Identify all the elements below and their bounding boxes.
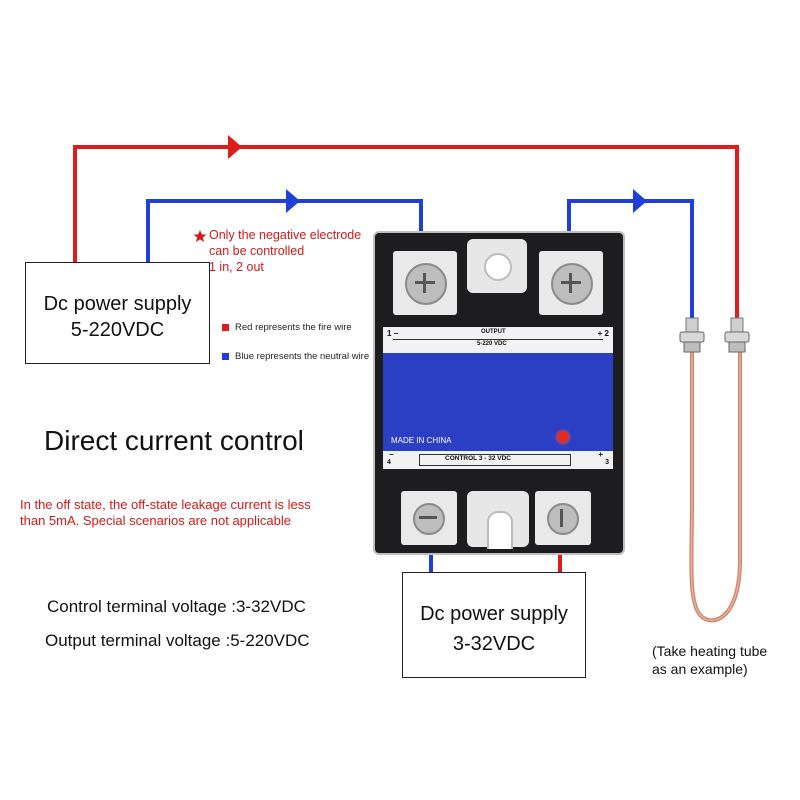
output-strip: 1 − + 2 OUTPUT 5-220 VDC <box>383 327 613 353</box>
mounting-tab-bottom <box>467 491 529 549</box>
bottom-psu-voltage: 3-32VDC <box>452 633 536 655</box>
terminal-4-label: 4 <box>387 459 391 466</box>
left-psu-title: Dc power supply <box>43 293 192 315</box>
terminal-3 <box>535 491 591 545</box>
mounting-hole <box>484 253 512 281</box>
heading: Direct current control <box>44 425 304 456</box>
solid-state-relay: 1 − + 2 OUTPUT 5-220 VDC MADE IN CHINA −… <box>373 231 625 555</box>
control-label: CONTROL 3 - 32 VDC <box>445 455 511 462</box>
caption-line-2: as an example) <box>652 661 748 677</box>
legend-blue: Blue represents the neutral wire <box>222 351 369 362</box>
blue-output-arrow <box>633 189 647 213</box>
output-range: 5-220 VDC <box>477 341 507 347</box>
legend-blue-label: Blue represents the neutral wire <box>235 351 370 362</box>
red-wire-arrow <box>228 135 242 159</box>
left-power-supply: Dc power supply 5-220VDC <box>25 262 210 364</box>
caption-line-1: (Take heating tube <box>652 643 768 659</box>
relay-label-panel: 1 − + 2 OUTPUT 5-220 VDC MADE IN CHINA −… <box>383 327 613 469</box>
control-plus: + <box>598 450 603 459</box>
note-line-3: 1 in, 2 out <box>209 260 264 274</box>
control-voltage-spec: Control terminal voltage :3-32VDC <box>47 597 306 616</box>
mounting-tab-top <box>467 239 527 293</box>
blue-wire-arrow <box>286 189 300 213</box>
terminal-2-label: + 2 <box>597 329 609 338</box>
status-led <box>557 431 569 443</box>
terminal-3-label: 3 <box>605 459 609 466</box>
output-voltage-spec: Output terminal voltage :5-220VDC <box>45 631 310 650</box>
leakage-line-1: In the off state, the off-state leakage … <box>20 497 311 512</box>
terminal-4 <box>401 491 457 545</box>
bottom-power-supply: Dc power supply 3-32VDC <box>402 572 586 678</box>
control-minus: − <box>389 450 394 459</box>
note-line-2: can be controlled <box>209 244 305 258</box>
terminal-1-label: 1 − <box>387 329 399 338</box>
legend-red-label: Red represents the fire wire <box>235 322 352 333</box>
leakage-line-2: than 5mA. Special scenarios are not appl… <box>20 513 291 528</box>
heating-tube <box>679 317 750 623</box>
red-live-wire <box>73 145 739 320</box>
control-strip: − + CONTROL 3 - 32 VDC 4 3 <box>383 450 613 469</box>
negative-electrode-note: Only the negative electrode can be contr… <box>209 227 361 275</box>
output-label: OUTPUT <box>481 329 506 335</box>
red-swatch <box>222 324 229 331</box>
terminal-2 <box>539 251 603 315</box>
heating-tube-caption: (Take heating tube as an example) <box>652 642 767 678</box>
bottom-psu-title: Dc power supply <box>420 603 568 625</box>
legend-red: Red represents the fire wire <box>222 322 352 333</box>
leakage-note: In the off state, the off-state leakage … <box>20 497 311 529</box>
mounting-slot <box>487 511 513 549</box>
note-line-1: Only the negative electrode <box>209 228 362 242</box>
blue-swatch <box>222 353 229 360</box>
star-icon <box>193 230 207 242</box>
made-in-label: MADE IN CHINA <box>391 436 452 445</box>
terminal-1 <box>393 251 457 315</box>
left-psu-voltage: 5-220VDC <box>70 319 165 341</box>
